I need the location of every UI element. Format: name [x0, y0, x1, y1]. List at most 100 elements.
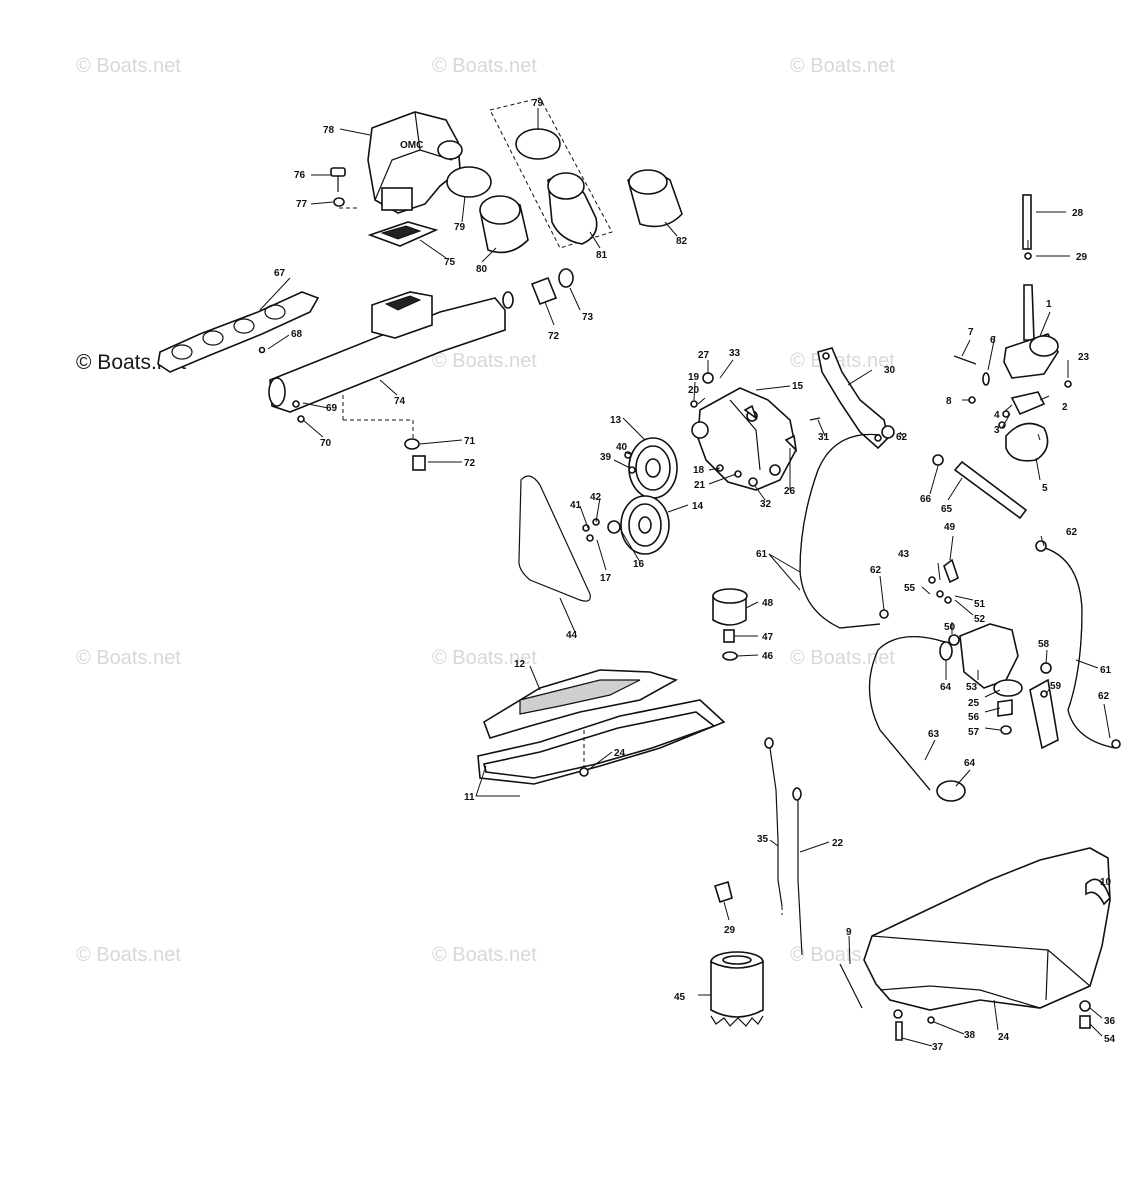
part-label: 21	[694, 480, 706, 491]
part-label: 50	[944, 622, 956, 633]
part-label: 5	[1042, 483, 1048, 494]
part-label: 82	[676, 236, 688, 247]
part-label: 30	[884, 365, 896, 376]
part-label: 1	[1046, 299, 1052, 310]
part-label: 79	[532, 98, 544, 109]
elbow-logo: OMC	[400, 140, 423, 151]
part-label: 24	[614, 748, 626, 759]
part-label: 45	[674, 992, 686, 1003]
exhaust-elbow: OMC	[367, 111, 463, 214]
pulley	[582, 437, 678, 555]
watermark-layer: © Boats.net © Boats.net © Boats.net © Bo…	[76, 55, 895, 966]
part-label: 8	[946, 396, 952, 407]
part-label: 67	[274, 268, 286, 279]
part-label: 32	[760, 499, 772, 510]
part-label: 68	[291, 329, 303, 340]
watermark: © Boats.net	[432, 647, 537, 669]
bolt	[330, 167, 358, 209]
watermark: © Boats.net	[790, 647, 895, 669]
part-label: 39	[600, 452, 612, 463]
part-label: 58	[1038, 639, 1050, 650]
fitting	[258, 268, 574, 471]
part-label: 63	[928, 729, 940, 740]
part-label: 22	[832, 838, 844, 849]
part-label: 4	[994, 410, 1000, 421]
part-label: 74	[394, 396, 406, 407]
part-label: 64	[964, 758, 976, 769]
part-label: 16	[633, 559, 645, 570]
part-label: 64	[940, 682, 952, 693]
watermark: © Boats.net	[432, 55, 537, 77]
part-label: 13	[610, 415, 622, 426]
oil-pan	[839, 847, 1111, 1041]
part-label: 10	[1100, 877, 1112, 888]
part-label: 48	[762, 598, 774, 609]
part-label: 66	[920, 494, 932, 505]
part-label: 51	[974, 599, 986, 610]
part-label: 62	[870, 565, 882, 576]
part-label: 54	[1104, 1034, 1116, 1045]
part-label: 33	[729, 348, 741, 359]
part-label: 70	[320, 438, 332, 449]
part-label: 20	[688, 385, 700, 396]
part-label: 26	[784, 486, 796, 497]
part-label: 80	[476, 264, 488, 275]
part-label: 42	[590, 492, 602, 503]
part-label: 71	[464, 436, 476, 447]
part-label: 35	[757, 834, 769, 845]
part-label: 44	[566, 630, 578, 641]
watermark: © Boats.net	[790, 55, 895, 77]
exhaust-hoses	[446, 97, 683, 254]
part-label: 47	[762, 632, 774, 643]
part-label: 18	[693, 465, 705, 476]
part-label: 31	[818, 432, 830, 443]
part-label: 59	[1050, 681, 1062, 692]
watermark: © Boats.net	[76, 647, 181, 669]
watermark: © Boats.net	[790, 350, 895, 372]
part-label: 25	[968, 698, 980, 709]
valve-cover	[477, 669, 726, 785]
part-label: 57	[968, 727, 980, 738]
part-label: 62	[896, 432, 908, 443]
part-label: 15	[792, 381, 804, 392]
part-label: 72	[464, 458, 476, 469]
leader-lines	[259, 108, 1111, 1047]
part-labels: 1 2 3 4 5 6 7 8 9 10 11 12 13 14 15 16 1…	[274, 98, 1116, 1053]
part-label: 43	[898, 549, 910, 560]
watermark: © Boats.net	[76, 55, 181, 77]
part-label: 11	[464, 792, 475, 803]
part-label: 46	[762, 651, 774, 662]
part-label: 29	[724, 925, 736, 936]
thermostat-housing	[953, 194, 1072, 462]
watermark: © Boats.net	[76, 944, 181, 966]
part-label: 2	[1062, 402, 1068, 413]
part-label: 69	[326, 403, 338, 414]
manifold-gasket	[157, 291, 320, 373]
part-label: 61	[756, 549, 768, 560]
part-label: 79	[454, 222, 466, 233]
part-label: 14	[692, 501, 704, 512]
part-label: 27	[698, 350, 710, 361]
part-label: 7	[968, 327, 974, 338]
part-label: 65	[941, 504, 953, 515]
part-label: 62	[1098, 691, 1110, 702]
part-label: 38	[964, 1030, 976, 1041]
part-label: 56	[968, 712, 980, 723]
part-label: 53	[966, 682, 978, 693]
part-label: 37	[932, 1042, 944, 1053]
part-label: 29	[1076, 252, 1088, 263]
part-label: 41	[570, 500, 582, 511]
part-label: 3	[994, 425, 1000, 436]
part-label: 19	[688, 372, 700, 383]
part-label: 6	[990, 335, 996, 346]
oil-filter-adapter	[712, 588, 748, 661]
part-label: 78	[323, 125, 335, 136]
part-label: 76	[294, 170, 306, 181]
part-label: 81	[596, 250, 608, 261]
part-label: 72	[548, 331, 560, 342]
pump-assembly	[928, 558, 1059, 750]
part-label: 28	[1072, 208, 1084, 219]
part-label: 12	[514, 659, 526, 670]
part-label: 9	[846, 927, 852, 938]
